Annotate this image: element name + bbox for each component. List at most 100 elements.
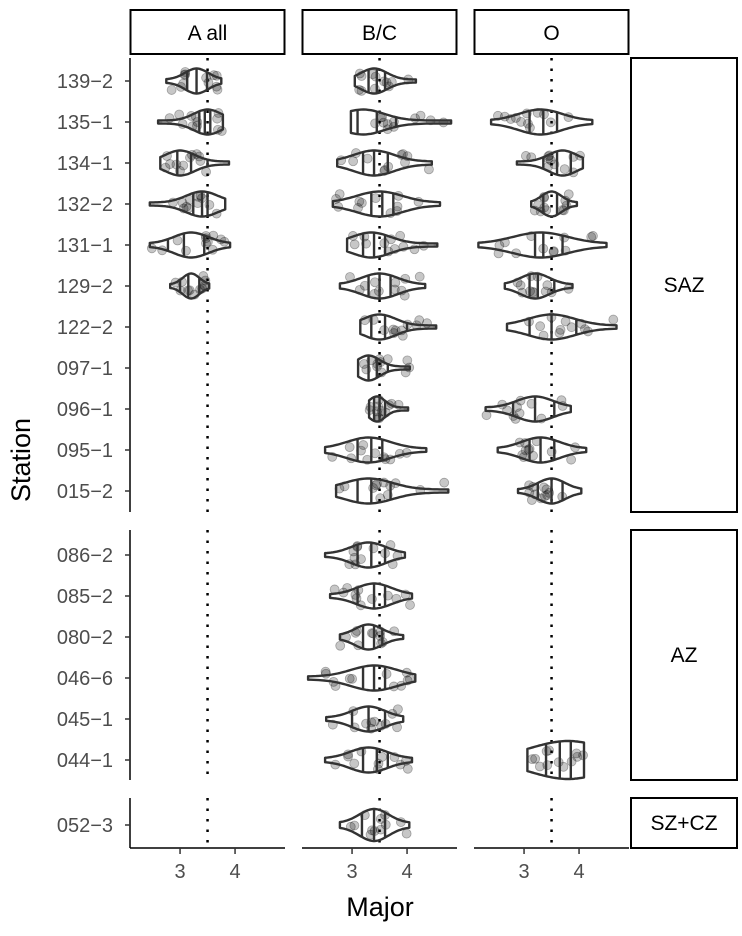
violin-outline — [349, 108, 453, 136]
jitter-point — [358, 440, 369, 450]
violin-o-015-2 — [516, 477, 583, 505]
violin-outline — [359, 313, 438, 341]
violin-bc-139-2 — [353, 67, 418, 96]
y-tick-label: 135−1 — [57, 112, 113, 134]
jitter-point — [354, 196, 365, 207]
jitter-point — [344, 673, 355, 684]
violin-bc-129-2 — [338, 271, 427, 301]
jitter-point — [344, 442, 355, 453]
row-strip — [630, 529, 738, 781]
violin-aall-139-2 — [165, 67, 223, 95]
jitter-point — [393, 704, 403, 715]
violin-outline — [338, 272, 427, 300]
violin-o-134-1 — [515, 149, 585, 178]
violin-aall-134-1 — [159, 149, 231, 177]
violin-bc-045-1 — [325, 704, 405, 734]
violin-outline — [168, 272, 211, 300]
violin-bc-044-1 — [323, 746, 414, 775]
violin-outline — [323, 541, 407, 569]
violin-outline — [156, 108, 225, 136]
jitter-point — [439, 477, 450, 488]
violin-o-044-1 — [526, 739, 588, 781]
violin-outline — [336, 149, 433, 177]
jitter-point — [588, 231, 598, 241]
row-strip — [630, 797, 738, 849]
y-tick-label: 129−2 — [57, 276, 113, 298]
violin-aall-129-2 — [168, 271, 211, 300]
jitter-point — [559, 164, 570, 174]
jitter-point — [414, 271, 425, 282]
y-tick-label: 045−1 — [57, 709, 113, 731]
jitter-point — [608, 314, 619, 325]
jitter-point — [381, 669, 392, 679]
jitter-point — [548, 246, 559, 257]
column-strip-label: O — [543, 22, 559, 45]
jitter-point — [369, 716, 380, 727]
violin-o-135-1 — [489, 107, 594, 136]
jitter-point — [388, 324, 399, 335]
jitter-point — [572, 751, 583, 762]
jitter-point — [542, 280, 553, 291]
jitter-point — [563, 189, 574, 200]
jitter-point — [166, 85, 177, 95]
jitter-point — [535, 321, 546, 332]
x-tick-label: 4 — [573, 861, 584, 883]
violin-outline — [328, 582, 414, 610]
violin-o-132-2 — [529, 189, 579, 218]
jitter-point — [178, 160, 189, 171]
jitter-point — [402, 763, 413, 774]
violin-bc-097-1 — [356, 354, 415, 382]
y-tick-label: 097−1 — [57, 358, 113, 380]
column-strip — [301, 9, 458, 55]
jitter-point — [545, 117, 556, 128]
violin-outline — [323, 746, 414, 774]
violin-outline — [356, 354, 411, 382]
jitter-point — [516, 116, 526, 127]
column-strip — [473, 9, 630, 55]
jitter-point — [520, 151, 531, 161]
jitter-point — [381, 77, 392, 88]
jitter-point — [515, 280, 526, 291]
column-strip-label: B/C — [362, 22, 397, 45]
violin-o-131-1 — [477, 231, 608, 259]
violin-outline — [165, 67, 223, 95]
jitter-point — [349, 820, 360, 831]
y-tick-label: 086−2 — [57, 545, 113, 567]
violin-outline — [345, 231, 439, 259]
y-tick-label: 080−2 — [57, 627, 113, 649]
jitter-point — [539, 482, 549, 493]
y-tick-label: 085−2 — [57, 586, 113, 608]
row-strip-label: SAZ — [664, 274, 705, 297]
violin-aall-131-1 — [146, 230, 232, 259]
jitter-point — [534, 761, 545, 772]
violin-outline — [503, 272, 574, 300]
jitter-point — [375, 814, 386, 824]
y-tick-label: 134−1 — [57, 153, 113, 175]
violin-outline — [516, 477, 583, 505]
y-axis-title: Station — [6, 418, 36, 502]
jitter-point — [415, 110, 426, 121]
jitter-point — [165, 159, 175, 169]
violin-aall-135-1 — [156, 108, 227, 136]
jitter-point — [370, 193, 381, 203]
x-tick-label: 3 — [174, 861, 185, 883]
violin-outline — [489, 108, 594, 136]
violin-bc-046-6 — [306, 664, 417, 692]
row-strip — [630, 57, 738, 513]
jitter-point — [542, 760, 553, 771]
violin-outline — [353, 67, 418, 95]
x-tick-label: 3 — [346, 861, 357, 883]
jitter-point — [347, 673, 358, 684]
jitter-point — [401, 828, 412, 839]
y-tick-label: 015−2 — [57, 481, 113, 503]
violin-bc-085-2 — [328, 582, 415, 611]
violin-outline — [306, 664, 417, 692]
violin-bc-122-2 — [359, 313, 438, 341]
jitter-point — [424, 164, 434, 175]
violin-bc-132-2 — [331, 189, 442, 219]
x-tick-label: 3 — [518, 861, 529, 883]
violin-outline — [159, 149, 231, 177]
violin-bc-015-2 — [334, 477, 450, 505]
jitter-point — [334, 189, 345, 200]
